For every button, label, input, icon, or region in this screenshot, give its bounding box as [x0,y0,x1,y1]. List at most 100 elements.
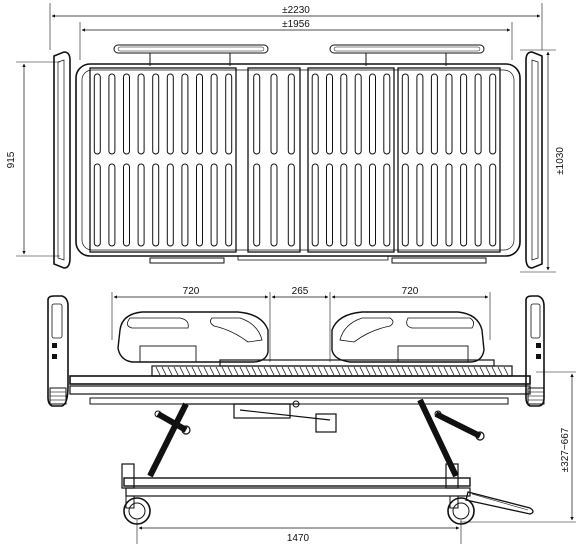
spring-mark [329,366,335,376]
spring-mark [203,366,209,376]
slat [270,73,278,155]
spring-mark [389,366,395,376]
wheelbase-label: 1470 [287,533,310,544]
spring-mark [473,366,479,376]
spring-mark [257,366,263,376]
slat [196,73,203,155]
spring-mark [347,366,353,376]
height-range-label: ±327~667 [560,427,571,472]
spring-mark [185,366,191,376]
spring-mark [323,366,329,376]
slat [369,163,376,247]
side-rails-side [117,311,485,363]
slat [166,73,174,155]
slat [123,73,130,155]
spring-mark [167,366,173,376]
spring-mark [155,366,161,376]
side-view: 720 265 720 ±327~667 1470 [47,286,576,544]
spring-mark [179,366,185,376]
spring-mark [485,366,491,376]
foot-board-top [525,51,543,269]
spring-mark [245,366,251,376]
slat [401,163,409,247]
slat [430,73,438,155]
dimension-height-range: ±327~667 [460,371,576,523]
spring-mark [497,366,503,376]
spring-mark [341,366,347,376]
dimension-overall-length: ±2230 [49,3,543,50]
spring-mark [383,366,389,376]
slat [137,163,145,247]
head-board-side [47,295,69,407]
panel-slats [93,73,497,247]
spring-mark [269,366,275,376]
spring-mark [479,366,485,376]
slat [311,163,319,247]
left-section-label: 720 [183,286,200,297]
slat [210,163,218,247]
slat [287,73,295,155]
slat [326,73,333,155]
spring-mark [215,366,221,376]
brake-pedal [465,491,534,515]
spring-mark [239,366,245,376]
caster-right [447,497,475,525]
spring-mark [197,366,203,376]
middle-section-label: 265 [292,286,309,297]
dimension-overall-width: ±1030 [520,49,566,273]
lift-mechanism [147,398,485,478]
slat [225,163,233,247]
slat [354,73,362,155]
mattress-panels [89,67,501,253]
slat [340,73,348,155]
spring-mark [377,366,383,376]
slat [93,163,101,247]
slat [196,163,203,247]
spring-mark [407,366,413,376]
slat [287,163,295,247]
slat [416,163,424,247]
spring-mark [437,366,443,376]
spring-mark [227,366,233,376]
slat [152,73,160,155]
spring-mark [335,366,341,376]
spring-mark [461,366,467,376]
slat [181,73,189,155]
slat [369,73,376,155]
top-side-rails [113,44,485,66]
spring-mark [371,366,377,376]
dimension-inner-width: 915 [6,61,60,257]
inner-width-label: 915 [6,151,17,168]
slat [253,163,261,247]
spring-mark [455,366,461,376]
slat [445,73,453,155]
spring-mark [275,366,281,376]
spring-mark [161,366,167,376]
spring-mark [263,366,269,376]
slat [152,163,160,247]
slat [460,73,468,155]
slat [108,163,116,247]
slat [383,73,391,155]
dimension-wheelbase: 1470 [136,520,462,544]
head-board-top [53,51,71,269]
spring-mark [503,366,509,376]
spring-mark [431,366,437,376]
slat [108,73,116,155]
spring-mark [413,366,419,376]
spring-mark [281,366,287,376]
spring-mark [365,366,371,376]
slat [474,163,482,247]
spring-mark [359,366,365,376]
spring-mark [419,366,425,376]
spring-mark [449,366,455,376]
spring-mark [443,366,449,376]
slat [401,73,409,155]
slat [253,73,261,155]
spring-mark [305,366,311,376]
overall-length-label: ±2230 [282,5,310,16]
bottom-rail-top-view [149,255,487,264]
slat [210,73,218,155]
slat [326,163,333,247]
